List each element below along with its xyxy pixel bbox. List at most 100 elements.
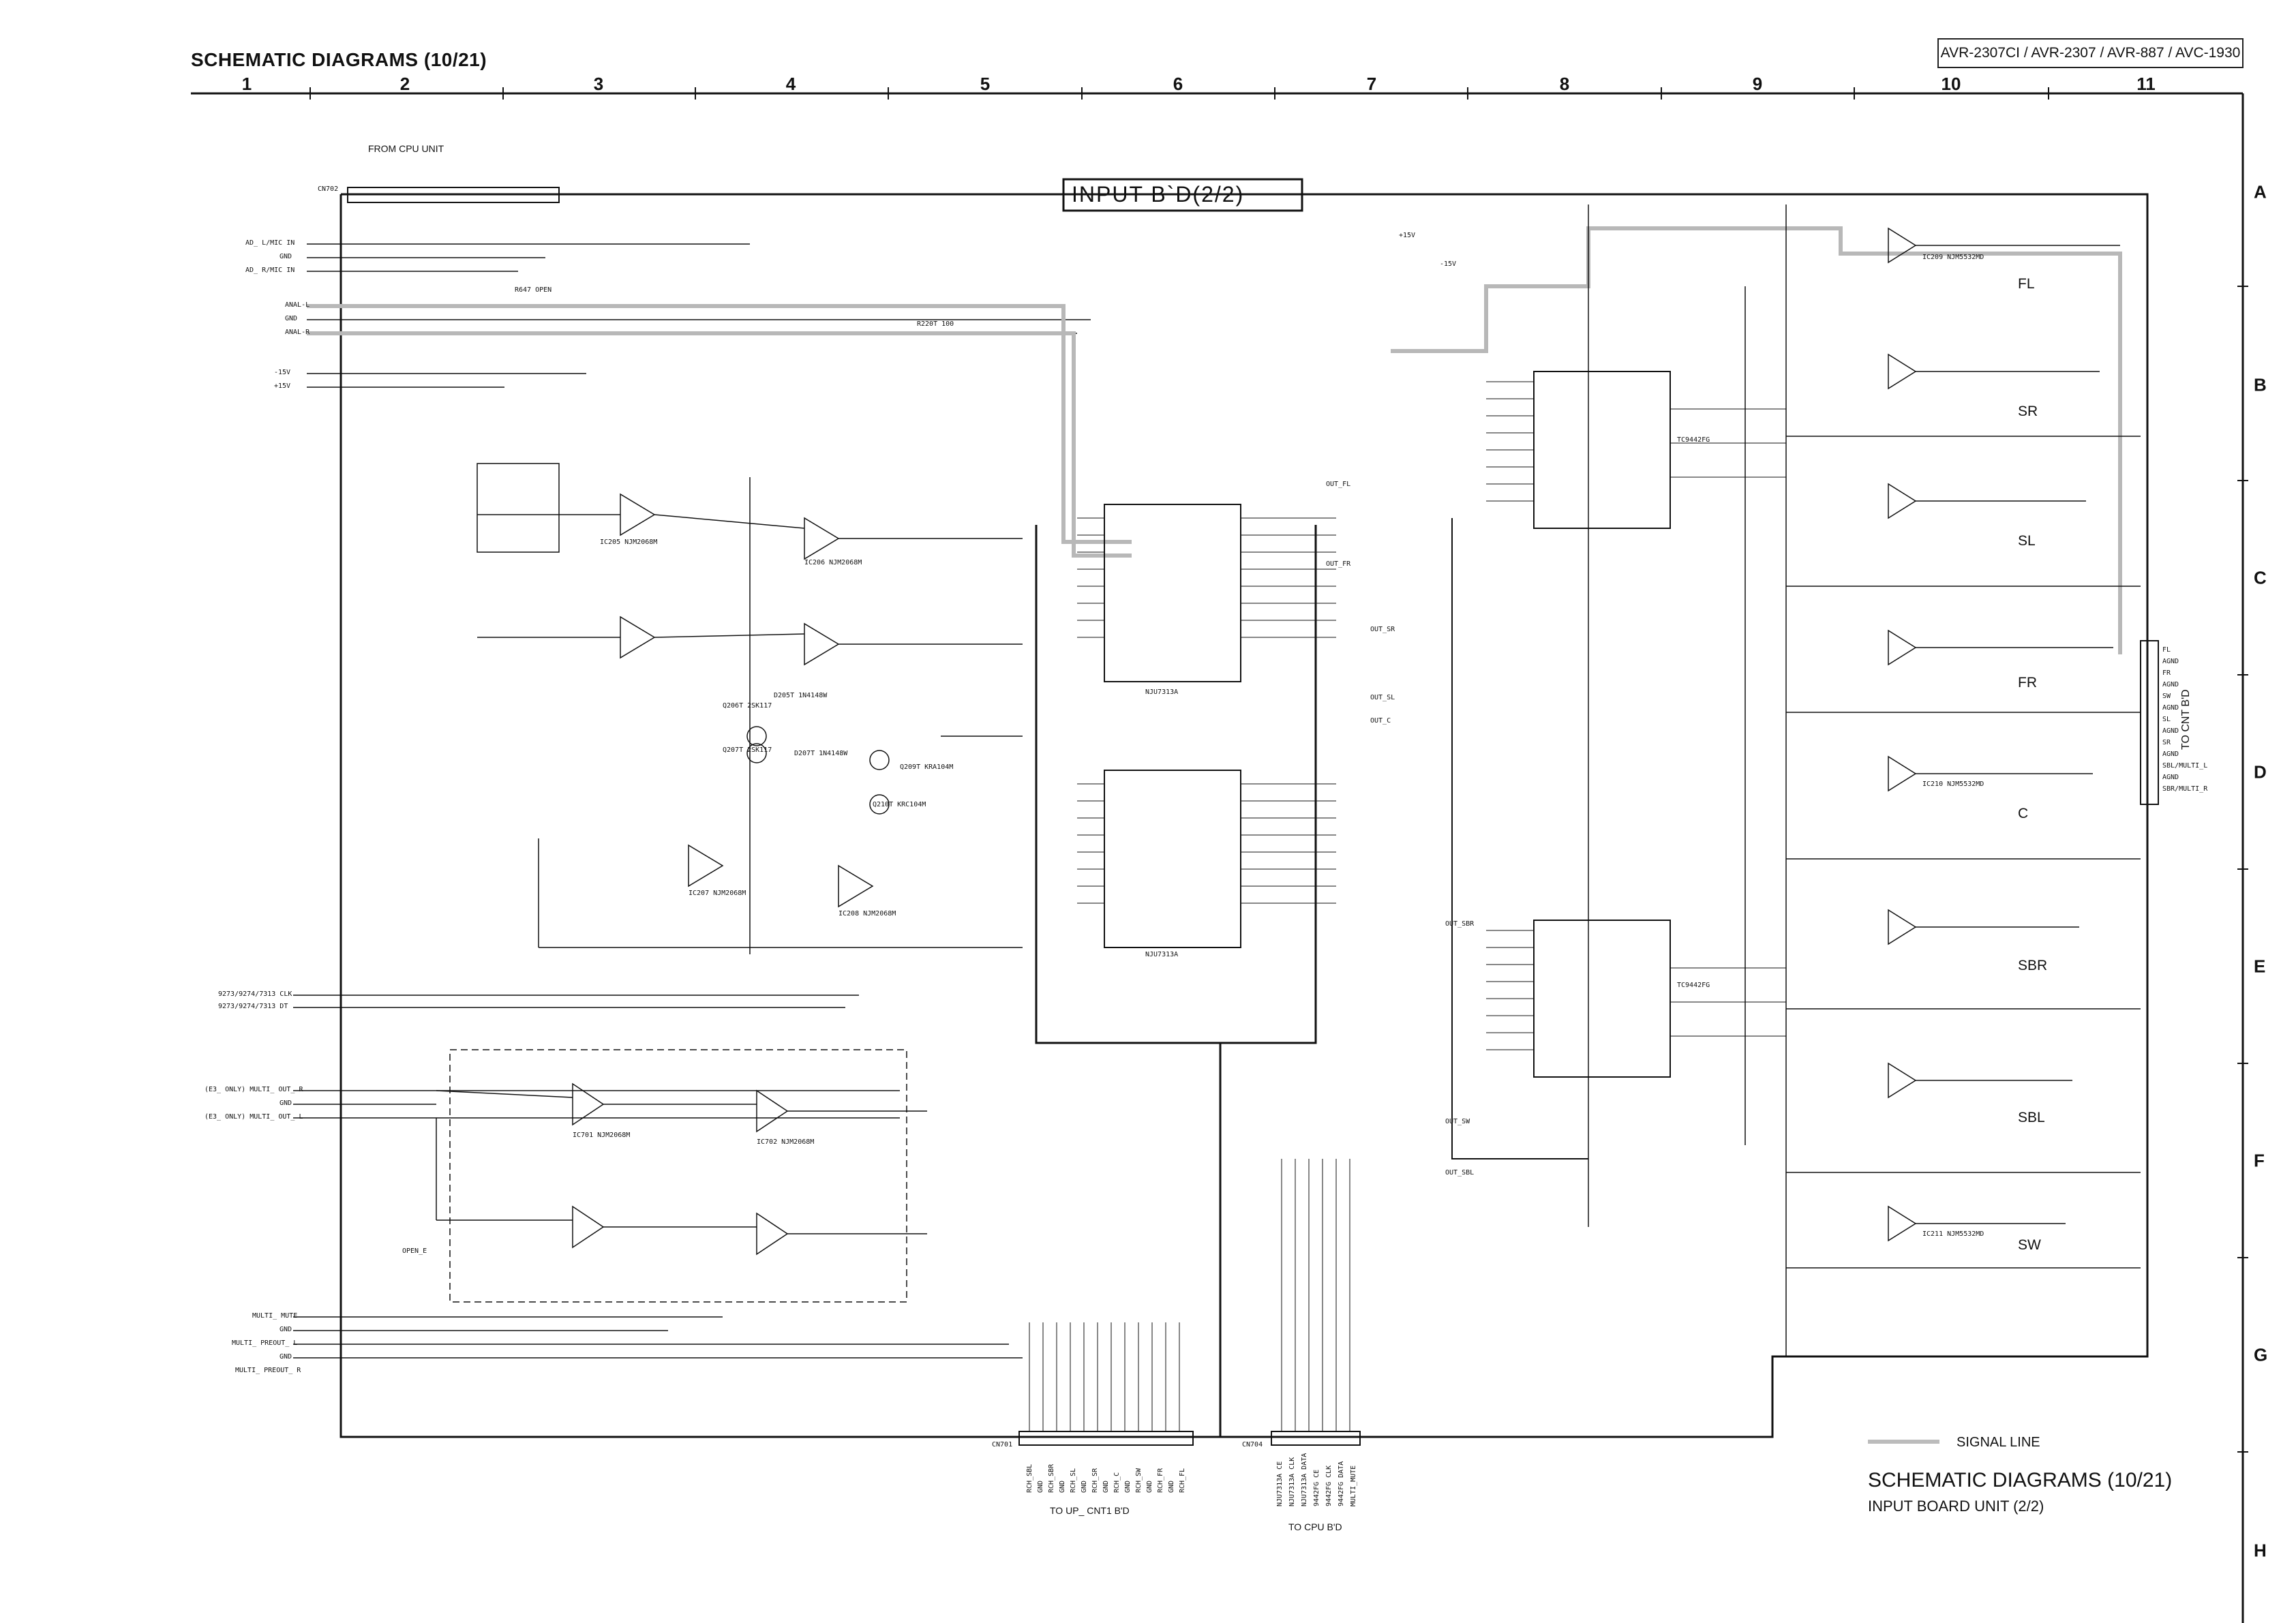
row-letter: F	[2254, 1150, 2265, 1171]
plus15-label: +15V	[1399, 232, 1416, 239]
left-port-label: -15V	[274, 369, 291, 376]
ic-label: IC206 NJM2068M	[804, 559, 862, 566]
column-number: 3	[593, 74, 604, 94]
left-port-label: GND	[280, 253, 292, 260]
cn702-label: CN702	[318, 185, 339, 193]
page-title: SCHEMATIC DIAGRAMS (10/21)	[191, 49, 487, 70]
cn701-pin: GND	[1124, 1480, 1132, 1493]
left-port-label: +15V	[274, 382, 291, 390]
channel-label: FL	[2018, 276, 2035, 292]
ic-label: TC9442FG	[1677, 436, 1710, 444]
cn704-pin: MULTI_MUTE	[1350, 1465, 1357, 1506]
left-port-label: MULTI_ PREOUT_ R	[235, 1367, 301, 1374]
column-number: 7	[1366, 74, 1377, 94]
part-label: OPEN_E	[402, 1247, 427, 1255]
part-label: Q207T 2SK117	[723, 746, 772, 754]
column-number: 11	[2136, 74, 2156, 94]
row-letter: B	[2254, 374, 2267, 395]
signal-label: OUT_C	[1370, 717, 1391, 725]
part-label: Q206T 2SK117	[723, 702, 772, 710]
column-number: 6	[1173, 74, 1183, 94]
left-port-label: 9273/9274/7313 DT	[218, 1003, 288, 1010]
right-port-label: SW	[2162, 693, 2171, 700]
column-number: 10	[1941, 74, 1961, 94]
cn704-pin: 9442FG CE	[1313, 1469, 1320, 1506]
cn701-pin: RCH_FR	[1157, 1468, 1164, 1493]
part-label: R220T 100	[917, 320, 954, 328]
part-label: D205T 1N4148W	[774, 692, 828, 699]
part-label: D207T 1N4148W	[794, 750, 848, 757]
right-port-label: AGND	[2162, 727, 2179, 735]
cn701-pin: RCH_FL	[1179, 1468, 1186, 1493]
right-port-label: AGND	[2162, 658, 2179, 665]
cn701-pin: RCH_SR	[1091, 1468, 1099, 1493]
channel-label: SW	[2018, 1237, 2041, 1253]
signal-label: OUT_SBR	[1445, 920, 1475, 928]
channel-label: SL	[2018, 533, 2036, 549]
model-list: AVR-2307CI / AVR-2307 / AVR-887 / AVC-19…	[1937, 38, 2244, 68]
right-port-label: AGND	[2162, 704, 2179, 712]
signal-label: OUT_FL	[1326, 481, 1351, 488]
left-port-label: GND	[280, 1353, 292, 1361]
ic-label: IC208 NJM2068M	[839, 910, 896, 917]
channel-label: SBL	[2018, 1110, 2045, 1125]
cn701-pin: GND	[1059, 1480, 1066, 1493]
left-port-label: GND	[285, 315, 298, 322]
cn704-pin: NJU7313A CE	[1276, 1461, 1284, 1506]
to-up-cnt-label: TO UP_ CNT1 B'D	[1050, 1505, 1130, 1516]
part-label: Q210T KRC104M	[873, 801, 926, 808]
cn704-pin: NJU7313A DATA	[1301, 1453, 1308, 1506]
cn701-pin: GND	[1146, 1480, 1153, 1493]
ic-label: TC9442FG	[1677, 982, 1710, 989]
column-number: 5	[980, 74, 991, 94]
cn701-pin: RCH_SBL	[1026, 1463, 1033, 1493]
left-port-label: (E3_ ONLY) MULTI_ OUT_ L	[205, 1113, 303, 1121]
cn704-label: CN704	[1242, 1441, 1263, 1448]
right-port-label: SBR/MULTI_R	[2162, 785, 2208, 793]
ic-label: IC209 NJM5532MD	[1922, 254, 1984, 261]
footer-subtitle: INPUT BOARD UNIT (2/2)	[1868, 1498, 2044, 1515]
left-port-label: GND	[280, 1326, 292, 1333]
row-letter: D	[2254, 761, 2267, 783]
cn701-pin: RCH_C	[1113, 1472, 1121, 1493]
column-number: 2	[399, 74, 410, 94]
left-port-label: 9273/9274/7313 CLK	[218, 990, 292, 998]
row-letter: E	[2254, 956, 2266, 977]
ic-label: IC701 NJM2068M	[573, 1132, 631, 1139]
part-label: R647 OPEN	[515, 286, 552, 294]
signal-label: OUT_SL	[1370, 694, 1395, 701]
column-number: 8	[1559, 74, 1570, 94]
footer-title: SCHEMATIC DIAGRAMS (10/21)	[1868, 1469, 2173, 1491]
right-port-label: FL	[2162, 646, 2171, 654]
right-port-label: AGND	[2162, 774, 2179, 781]
row-letter: C	[2254, 567, 2267, 588]
ic-label: NJU7313A	[1145, 951, 1179, 958]
to-cpu-label: TO CPU B'D	[1288, 1521, 1342, 1532]
signal-line-legend: SIGNAL LINE	[1957, 1435, 2040, 1450]
cn701-pin: GND	[1037, 1480, 1044, 1493]
left-port-label: AD_ R/MIC IN	[245, 267, 295, 274]
signal-label: OUT_SBL	[1445, 1169, 1475, 1177]
column-number: 9	[1752, 74, 1763, 94]
right-port-label: SL	[2162, 716, 2171, 723]
right-port-label: FR	[2162, 669, 2171, 677]
column-number: 4	[785, 74, 796, 94]
left-port-label: (E3_ ONLY) MULTI_ OUT_ R	[205, 1086, 303, 1093]
cn704-pin: NJU7313A CLK	[1288, 1457, 1296, 1506]
ic-label: NJU7313A	[1145, 688, 1179, 696]
channel-label: C	[2018, 806, 2029, 821]
to-cnt-label: TO CNT B'D	[2180, 689, 2192, 750]
left-port-label: GND	[280, 1099, 292, 1107]
row-letter: G	[2254, 1344, 2268, 1365]
left-port-label: ANAL-R	[285, 329, 310, 336]
from-cpu-label: FROM CPU UNIT	[368, 143, 444, 154]
cn701-pin: GND	[1168, 1480, 1175, 1493]
channel-label: SR	[2018, 404, 2038, 419]
cn704-pin: 9442FG DATA	[1338, 1461, 1345, 1506]
left-port-label: AD_ L/MIC IN	[245, 239, 295, 247]
cn701-pin: RCH_SBR	[1048, 1463, 1055, 1493]
ic-label: IC702 NJM2068M	[757, 1138, 815, 1146]
part-label: Q209T KRA104M	[900, 763, 954, 771]
cn704-pin: 9442FG CLK	[1325, 1465, 1333, 1506]
